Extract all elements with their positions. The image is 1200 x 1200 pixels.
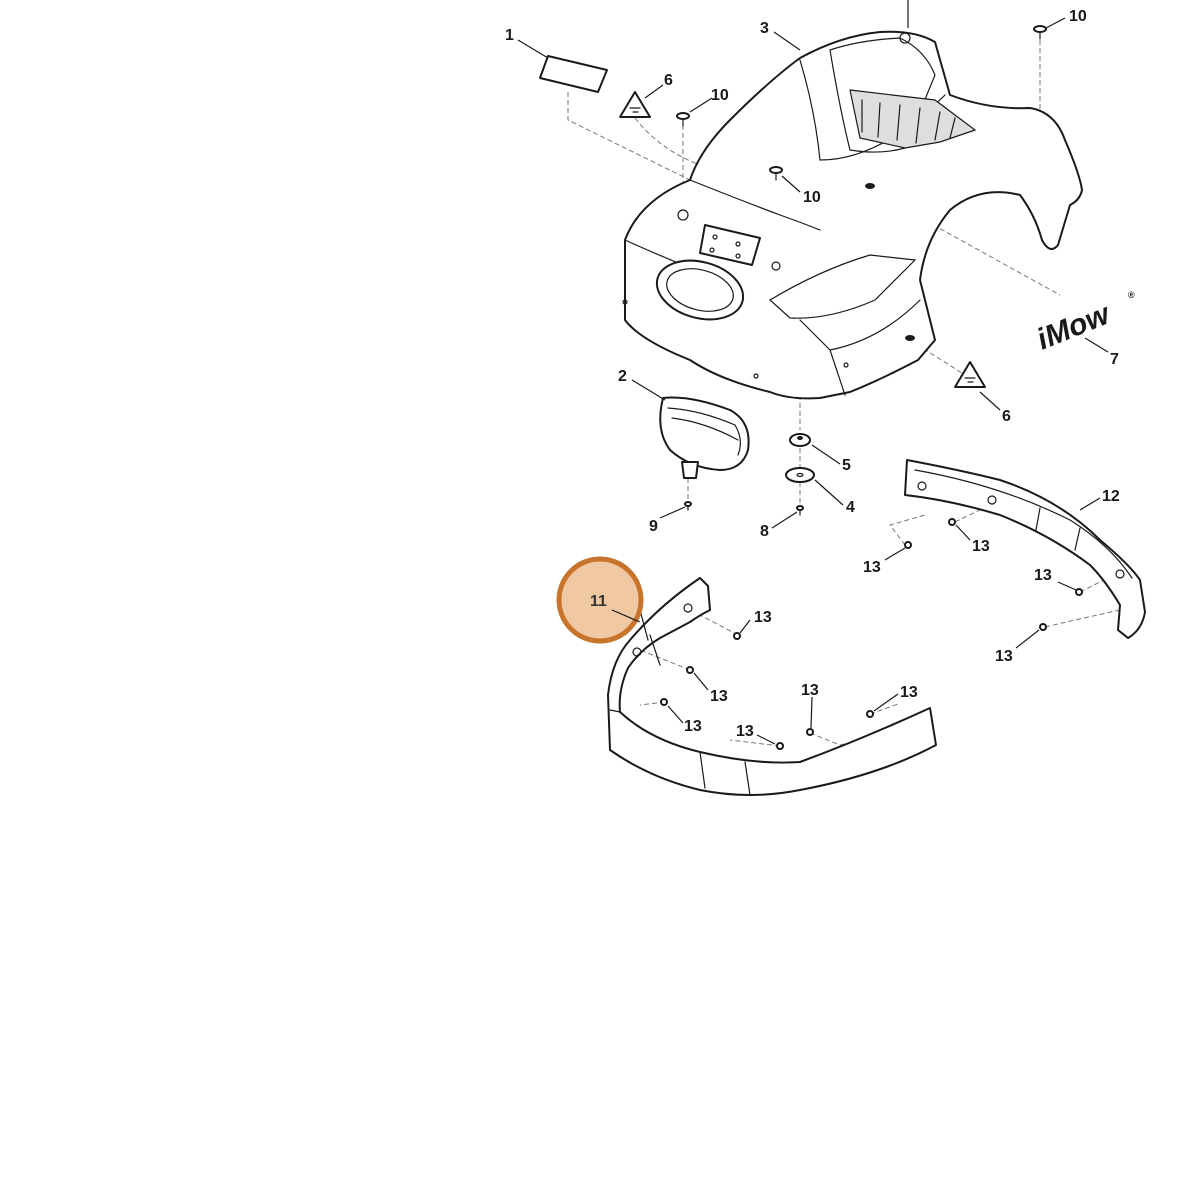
- screw-icon-13b: [686, 666, 694, 674]
- label-13f: 13: [900, 684, 918, 701]
- screw-icon-13f: [866, 710, 874, 718]
- screw-icon-8: [796, 505, 804, 516]
- registered-mark: ®: [1128, 290, 1135, 300]
- screw-icon-13a: [733, 632, 741, 640]
- front-bumper: [607, 577, 937, 796]
- screw-icon-13g: [904, 541, 912, 549]
- screw-icon-13h: [948, 518, 956, 526]
- label-3: 3: [760, 20, 769, 37]
- label-2: 2: [618, 368, 627, 385]
- screw-icon-10b: [769, 166, 783, 181]
- label-13a: 13: [754, 609, 772, 626]
- label-8: 8: [760, 523, 769, 540]
- label-10-right: 10: [1069, 8, 1087, 25]
- spacer-icon: [789, 433, 811, 447]
- label-13g: 13: [863, 559, 881, 576]
- label-10-left: 10: [711, 87, 729, 104]
- highlight-marker-11: 11: [556, 556, 644, 644]
- rear-bumper: [904, 459, 1146, 639]
- label-7: 7: [1110, 351, 1119, 368]
- label-13j: 13: [995, 648, 1013, 665]
- main-cover-housing: [622, 0, 1083, 400]
- label-9: 9: [649, 518, 658, 535]
- label-11: 11: [590, 593, 607, 610]
- brand-decal: iMow ®: [1032, 290, 1135, 356]
- label-6-bottom: 6: [1002, 408, 1011, 425]
- label-5: 5: [842, 457, 851, 474]
- label-12: 12: [1102, 488, 1120, 505]
- screw-icon-13j: [1039, 623, 1047, 631]
- washer-icon: [785, 467, 815, 483]
- screw-icon-13d: [776, 742, 784, 750]
- leader-lines: [517, 17, 1109, 745]
- warning-triangle-decal-top: [619, 91, 651, 118]
- screw-icon-13i: [1075, 588, 1083, 596]
- screw-icon-13e: [806, 728, 814, 736]
- label-13b: 13: [710, 688, 728, 705]
- label-13d: 13: [736, 723, 754, 740]
- brand-decal-text: iMow: [1032, 297, 1115, 356]
- screw-icon-10a: [676, 112, 690, 127]
- label-4: 4: [846, 499, 855, 516]
- label-13i: 13: [1034, 567, 1052, 584]
- label-13h: 13: [972, 538, 990, 555]
- label-6-top: 6: [664, 72, 673, 89]
- label-13c: 13: [684, 718, 702, 735]
- front-lens-cover: [659, 396, 750, 479]
- label-plate: [539, 55, 608, 93]
- warning-triangle-decal-bottom: [954, 361, 986, 388]
- bumper-screws: [660, 518, 1083, 750]
- label-1: 1: [505, 27, 514, 44]
- label-13e: 13: [801, 682, 819, 699]
- screw-icon-13c: [660, 698, 668, 706]
- callout-labels: 1 2 3 4 5 6 6 7 8 9 10 10 10 12 13 13 13…: [505, 8, 1120, 740]
- screw-icon-10c: [1033, 25, 1047, 40]
- screw-icon-9: [684, 501, 692, 511]
- label-10-middle: 10: [803, 189, 821, 206]
